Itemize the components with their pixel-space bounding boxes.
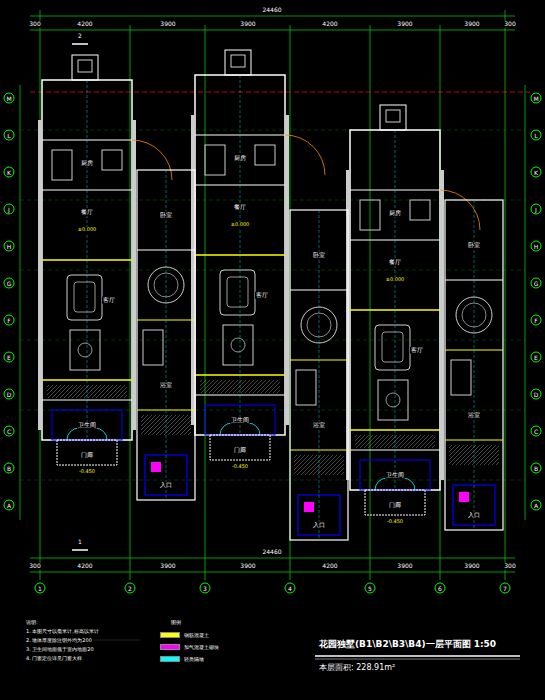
axis-bubble: J xyxy=(4,204,15,215)
dimension-text: 3900 xyxy=(239,563,256,570)
axis-bubble: C xyxy=(4,426,15,437)
axis-bubble: 6 xyxy=(435,583,446,594)
room-name: 卧室 xyxy=(159,212,173,219)
axis-bubble: F xyxy=(4,315,15,326)
axis-bubble: K xyxy=(4,167,15,178)
note-text: 1. 本图尺寸以毫米计,标高以米计 xyxy=(25,629,100,635)
room-name: 客厅 xyxy=(410,347,424,354)
room-name: 浴室 xyxy=(467,412,481,419)
axis-bubble: 5 xyxy=(365,583,376,594)
dimension-text: 300 xyxy=(503,563,516,570)
axis-bubble: L xyxy=(531,130,542,141)
note-text: 2. 墙体厚度除注明外均为200 xyxy=(25,638,93,644)
axis-bubble: L xyxy=(4,130,15,141)
axis-bubble: E xyxy=(4,352,15,363)
drawing-title: 花园独墅(B1\B2\B3\B4)一层平面图 1:50 xyxy=(318,640,497,650)
axis-bubble: 3 xyxy=(200,583,211,594)
dimension-text: 4200 xyxy=(76,563,93,570)
room-name: 入口 xyxy=(467,512,481,519)
axis-bubble: G xyxy=(531,278,542,289)
dimension-text: 3900 xyxy=(463,21,480,28)
axis-bubble: 4 xyxy=(285,583,296,594)
dimension-text: 300 xyxy=(503,21,516,28)
dimension-text: 24460 xyxy=(261,7,282,14)
dimension-text: 3900 xyxy=(463,563,480,570)
legend-row: 加气混凝土砌块 xyxy=(160,644,219,650)
note-text: 3. 卫生间地面低于室内地面20 xyxy=(25,647,95,653)
note-text: 4. 门窗定位详见门窗大样 xyxy=(25,656,83,662)
dimension-text: 3900 xyxy=(239,21,256,28)
room-name: 餐厅 xyxy=(80,209,94,216)
room-name: 卧室 xyxy=(467,242,481,249)
dimension-text: 3900 xyxy=(396,21,413,28)
legend-swatch xyxy=(160,644,180,650)
axis-bubble: B xyxy=(531,463,542,474)
axis-bubble: 1 xyxy=(35,583,46,594)
room-name: 客厅 xyxy=(102,297,116,304)
axis-bubble: B xyxy=(4,463,15,474)
elevation-mark: ±0.000 xyxy=(77,227,98,233)
legend-text: 轻质隔墙 xyxy=(184,656,204,662)
legend-swatch xyxy=(160,656,180,662)
dimension-text: 4200 xyxy=(321,21,338,28)
axis-bubble: J xyxy=(531,204,542,215)
note-text: 说明: xyxy=(25,620,39,626)
axis-bubble: H xyxy=(531,241,542,252)
legend-row: 钢筋混凝土 xyxy=(160,632,209,638)
section-mark: 2 xyxy=(77,33,83,40)
area-caption: 本层面积: 228.91m² xyxy=(318,664,396,673)
axis-bubble: C xyxy=(531,426,542,437)
axis-bubble: D xyxy=(531,389,542,400)
axis-bubble: D xyxy=(4,389,15,400)
room-name: 客厅 xyxy=(255,292,269,299)
axis-bubble: K xyxy=(531,167,542,178)
dimension-text: 300 xyxy=(28,563,41,570)
room-name: 餐厅 xyxy=(388,259,402,266)
dimension-text: 300 xyxy=(28,21,41,28)
room-name: 门廊 xyxy=(233,447,247,454)
dimension-text: 3900 xyxy=(159,21,176,28)
legend-text: 加气混凝土砌块 xyxy=(184,644,219,650)
room-name: 卧室 xyxy=(312,252,326,259)
room-name: 卫生间 xyxy=(77,422,97,429)
axis-bubble: F xyxy=(531,315,542,326)
room-name: 卫生间 xyxy=(385,472,405,479)
legend-text: 钢筋混凝土 xyxy=(184,632,209,638)
elevation-mark: ±0.000 xyxy=(385,277,406,283)
axis-bubble: 7 xyxy=(500,583,511,594)
axis-bubble: A xyxy=(531,500,542,511)
axis-bubble: E xyxy=(531,352,542,363)
axis-bubble: 2 xyxy=(125,583,136,594)
room-name: 入口 xyxy=(312,522,326,529)
room-name: 浴室 xyxy=(312,422,326,429)
legend-row: 轻质隔墙 xyxy=(160,656,204,662)
room-name: 厨房 xyxy=(233,155,247,162)
room-name: 浴室 xyxy=(159,382,173,389)
axis-bubble: M xyxy=(4,93,15,104)
axis-bubble: G xyxy=(4,278,15,289)
legend-swatch xyxy=(160,632,180,638)
room-name: 厨房 xyxy=(80,160,94,167)
room-name: 门廊 xyxy=(388,502,402,509)
elevation-mark: -0.450 xyxy=(386,519,404,525)
room-name: 卫生间 xyxy=(230,417,250,424)
axis-bubble: H xyxy=(4,241,15,252)
room-name: 门廊 xyxy=(80,452,94,459)
dimension-text: 4200 xyxy=(76,21,93,28)
note-text: 图例 xyxy=(170,620,182,626)
room-name: 餐厅 xyxy=(233,204,247,211)
elevation-mark: -0.450 xyxy=(231,464,249,470)
dimension-text: 24460 xyxy=(261,549,282,556)
dimension-text: 4200 xyxy=(321,563,338,570)
elevation-mark: ±0.000 xyxy=(230,222,251,228)
dimension-text: 3900 xyxy=(159,563,176,570)
room-name: 入口 xyxy=(159,482,173,489)
axis-bubble: M xyxy=(531,93,542,104)
axis-bubble: A xyxy=(4,500,15,511)
dimension-text: 3900 xyxy=(396,563,413,570)
room-name: 厨房 xyxy=(388,210,402,217)
elevation-mark: -0.450 xyxy=(78,469,96,475)
section-mark: 1 xyxy=(77,539,83,546)
